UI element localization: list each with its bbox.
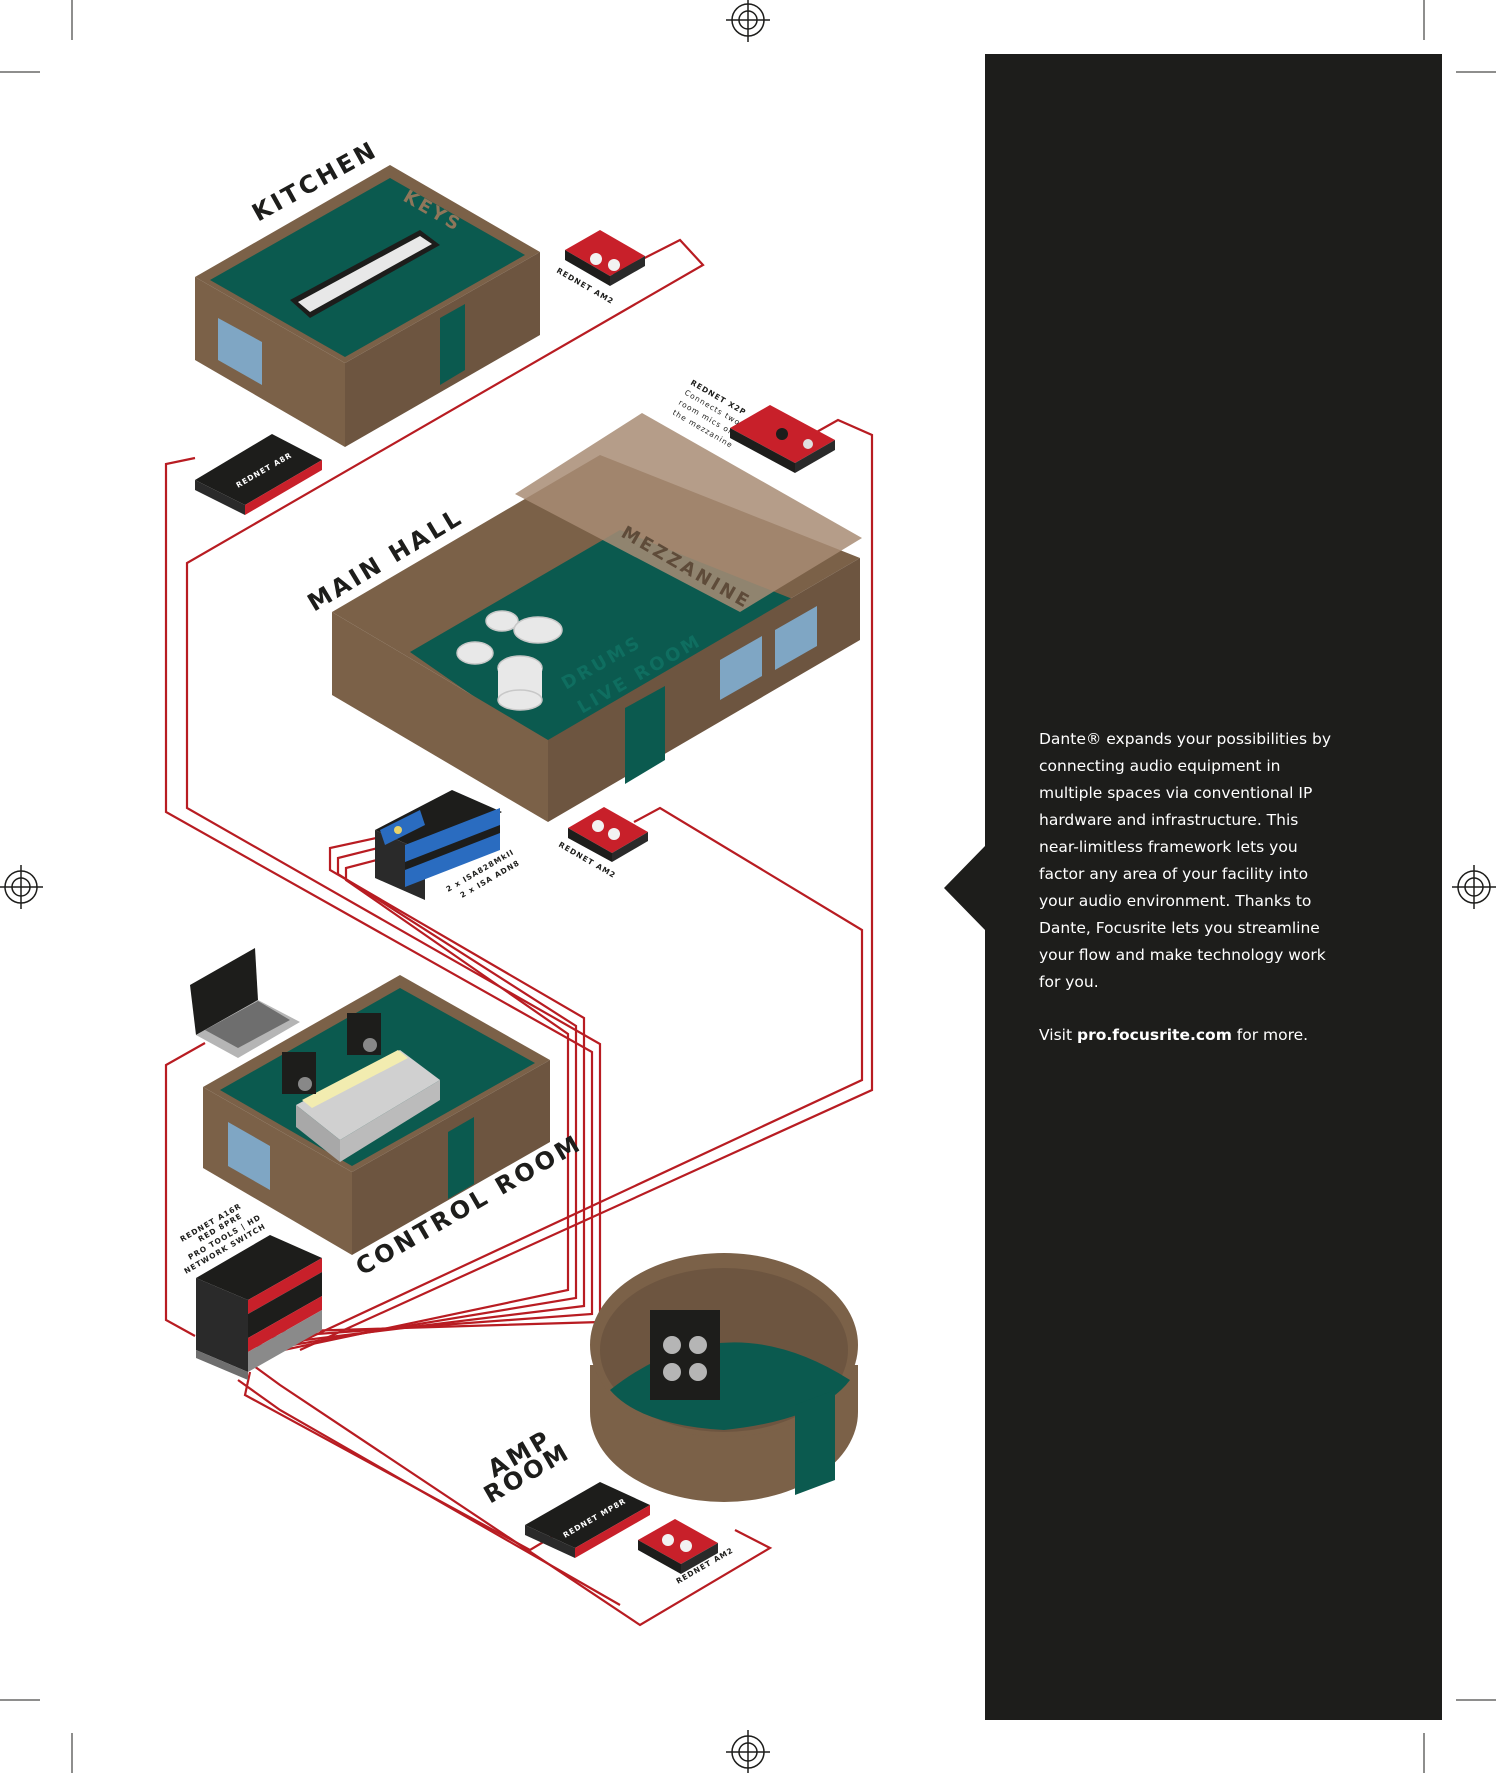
visit-line: Visit pro.focusrite.com for more. [1039,1022,1339,1049]
kitchen-a8r-device [195,434,322,515]
cable-amp-extra [237,1379,621,1606]
visit-url-link[interactable]: pro.focusrite.com [1076,1026,1232,1044]
x2p-device [730,405,835,473]
mezzanine-floor [515,413,862,612]
panel-pointer [944,845,986,931]
registration-mark-bottom [726,1730,770,1773]
cable-kitchen-a8r [164,456,594,1340]
kitchen-am2-device [565,230,645,286]
speaker-left-icon [282,1052,316,1094]
info-panel [985,54,1442,1720]
visit-suffix: for more. [1231,1026,1309,1044]
control-room-rack-device [196,1235,322,1380]
kitchen-room [195,165,540,447]
cable-x2p [299,418,874,1352]
visit-prefix: Visit [1039,1026,1077,1044]
amp-cabinet-icon [650,1310,720,1400]
mixing-console-icon [296,1050,440,1162]
registration-mark-top [726,0,770,42]
cable-isa-2 [249,843,578,1354]
cable-kitchen-am2 [185,238,705,1334]
main-hall-room [332,413,862,822]
cable-laptop [164,1042,206,1337]
registration-mark-left [0,865,43,909]
amp-room [590,1253,858,1502]
laptop-icon [190,948,300,1058]
isa-rack-device [375,790,502,900]
amp-mp8r-device [525,1482,650,1558]
cable-hall-am2 [295,806,864,1345]
hall-am2-device [568,807,648,862]
network-cables [164,238,874,1627]
drum-kit-icon [456,610,563,711]
panel-copy: Dante® expands your possibilities by con… [1039,726,1339,1049]
panel-body-text: Dante® expands your possibilities by con… [1039,730,1331,991]
cable-amp-am2 [253,1365,773,1627]
cable-isa-3 [245,853,570,1360]
control-room [203,975,550,1255]
speaker-right-icon [347,1013,381,1055]
cable-isa-1 [255,833,586,1348]
amp-am2-device [638,1519,718,1574]
registration-mark-right [1452,865,1496,909]
